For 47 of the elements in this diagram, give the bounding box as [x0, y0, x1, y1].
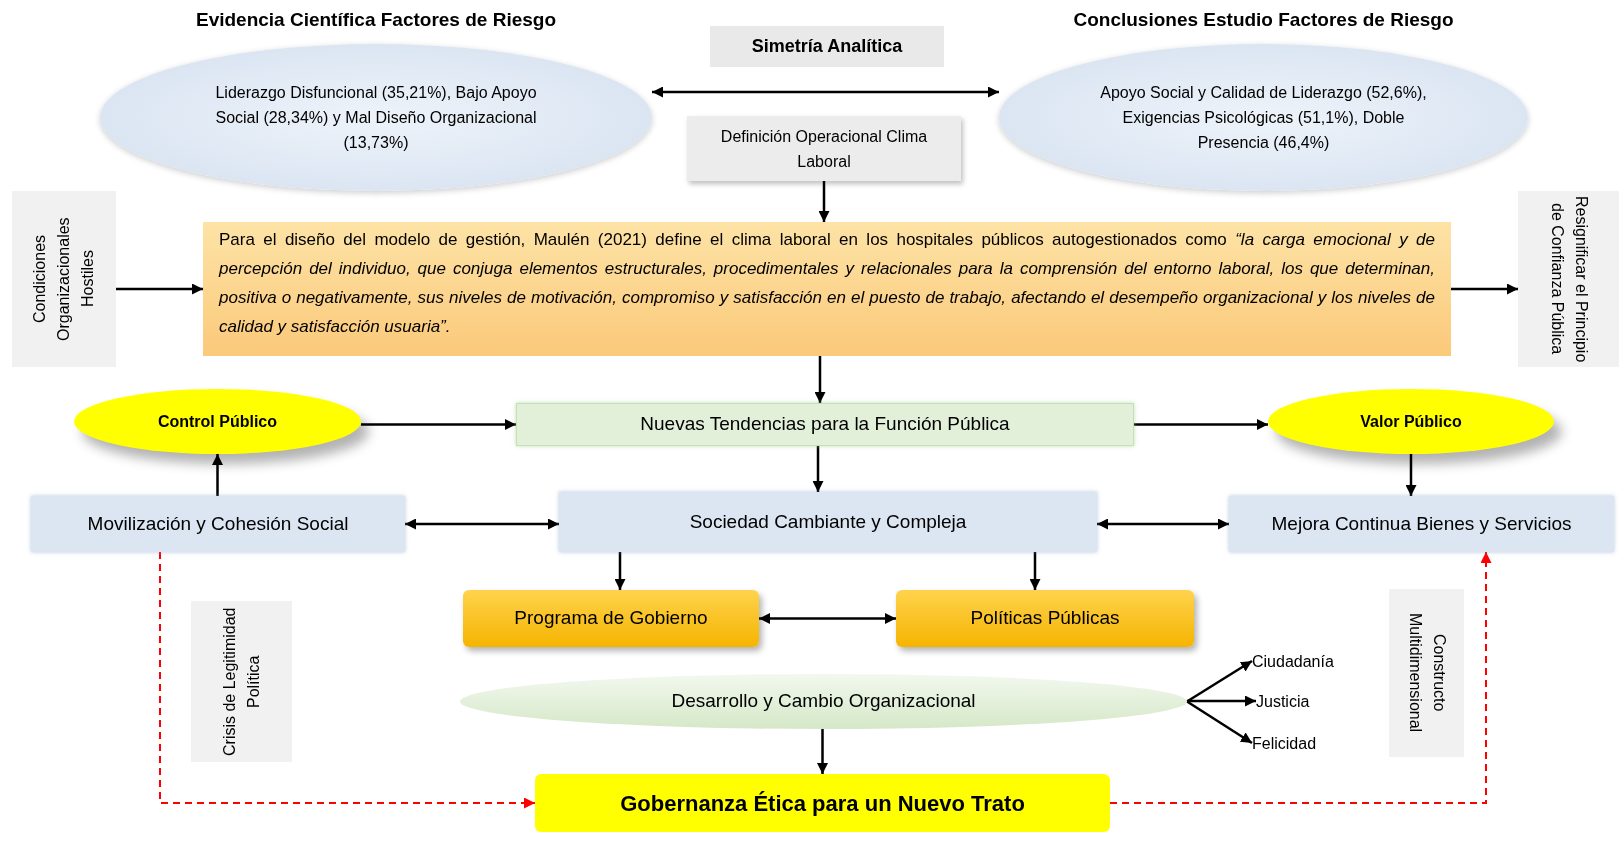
process-box: Programa de Gobierno: [463, 590, 759, 647]
side-text: Condiciones Organizacionales Hostiles: [30, 216, 97, 343]
arrow: [116, 283, 203, 295]
arrow: [759, 613, 896, 624]
arrow: [614, 552, 626, 590]
arrow: [812, 446, 824, 492]
process-box: Mejora Continua Bienes y Servicios: [1229, 496, 1614, 552]
arrow: [361, 419, 516, 430]
ellipse-node: Valor Público: [1268, 389, 1554, 454]
outcome-text: Justicia: [1256, 690, 1336, 712]
process-box: Movilización y Cohesión Social: [31, 496, 405, 552]
process-box: Definición Operacional Clima Laboral: [687, 116, 961, 181]
process-box: Políticas Públicas: [896, 590, 1194, 647]
ellipse-text: Liderazgo Disfuncional (35,21%), Bajo Apoyo Social (28,34%) y Mal Diseño Organizacional (13,73%): [214, 83, 538, 153]
arrow: [1451, 283, 1518, 295]
arrow: [405, 518, 559, 530]
outcome-text: Felicidad: [1252, 732, 1342, 754]
section-heading: Conclusiones Estudio Factores de Riesgo: [1072, 8, 1455, 32]
arrow: [814, 356, 826, 403]
arrow: [1097, 518, 1229, 530]
arrow: [1029, 552, 1041, 590]
side-text: Crisis de Legitimidad Política: [219, 606, 263, 758]
outcome-text: Ciudadanía: [1252, 650, 1352, 672]
arrow: [159, 551, 536, 809]
arrow: [652, 86, 999, 98]
arrow: [818, 181, 830, 222]
result-box: Gobernanza Ética para un Nuevo Trato: [535, 774, 1110, 832]
ellipse-node: Control Público: [74, 389, 361, 454]
process-box: Sociedad Cambiante y Compleja: [559, 492, 1097, 552]
arrow: [212, 454, 223, 496]
arrow: [1134, 419, 1268, 430]
process-box: Nuevas Tendencias para la Función Pública: [516, 403, 1134, 446]
ellipse-text: Apoyo Social y Calidad de Liderazgo (52,6%), Exigencias Psicológicas (51,1%), Doble Presencia (46,4%): [1099, 83, 1428, 153]
side-text: Constructo Multidimensional: [1405, 612, 1449, 735]
ellipse-node: Desarrollo y Cambio Organizacional: [460, 674, 1187, 729]
arrow: [1187, 695, 1256, 707]
label-box: Simetría Analítica: [710, 26, 944, 67]
arrow: [1186, 700, 1253, 745]
side-box: [12, 191, 116, 367]
arrow: [1186, 659, 1253, 703]
arrow: [817, 729, 828, 774]
arrow: [1405, 454, 1417, 496]
arrow: [1109, 551, 1492, 804]
side-box: [1518, 191, 1619, 367]
definition-box: Para el diseño del modelo de gestión, Maulén (2021) define el clima laboral en los hospitales públicos autogestionados como “la carga emocional y de percepción del individuo, que conjuga elementos estructurales, procedimentales y relacionales para la comprensión del entorno laboral, los que determinan, positiva o negativamente, sus niveles de motivación, compromiso y satisfacción en el puesto de trabajo, afectando el desempeño organizacional y los niveles de calidad y satisfacción usuaria”.: [203, 222, 1451, 356]
side-text: Resignificar el Principio de Confianza Pública: [1547, 194, 1591, 365]
section-heading: Evidencia Científica Factores de Riesgo: [194, 8, 558, 32]
